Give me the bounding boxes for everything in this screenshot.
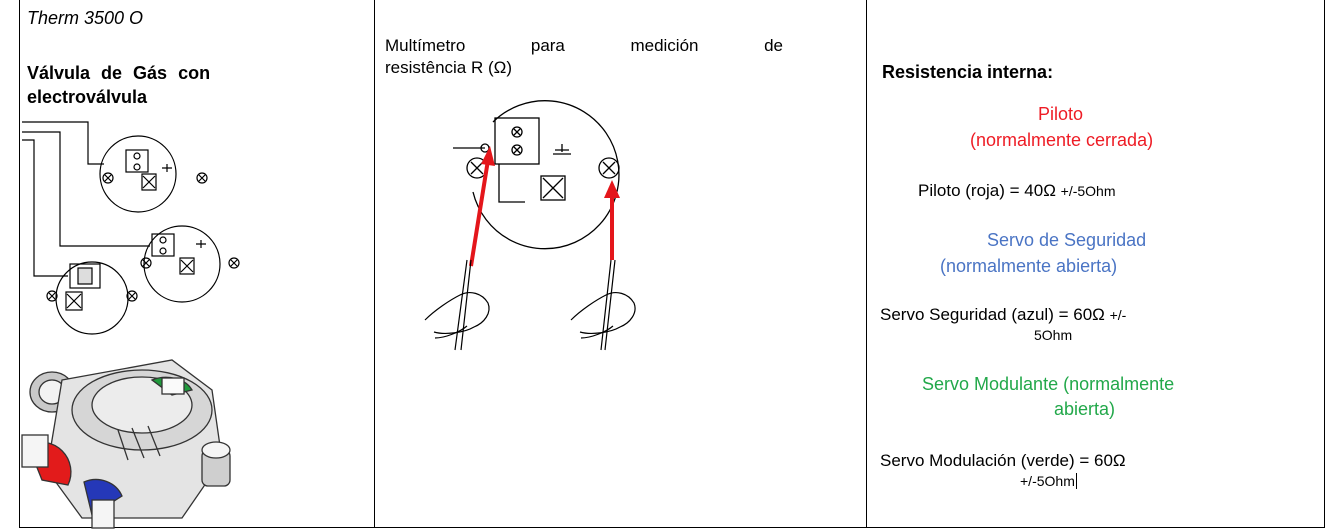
multimeter-line2: resistência R (Ω) (385, 58, 513, 77)
multimeter-measurement-diagram (424, 100, 636, 351)
valve-wiring-schematic (22, 121, 240, 335)
table-border-bottom (19, 527, 1325, 528)
servo-modulacion-value: Servo Modulación (verde) = 60Ω (880, 451, 1126, 470)
valve-heading-line2: electroválvula (27, 87, 148, 107)
multimeter-word-1: Multímetro (385, 36, 466, 55)
resistance-heading: Resistencia interna: (882, 62, 1054, 82)
servo-seguridad-value-main: Servo Seguridad (azul) = 60Ω (880, 305, 1105, 324)
piloto-value: Piloto (roja) = 40Ω +/-5Ohm (918, 181, 1116, 201)
model-name: Therm 3500 O (27, 8, 144, 28)
piloto-value-tolerance: +/-5Ohm (1060, 183, 1116, 199)
multimeter-word-3: medición (630, 36, 699, 55)
servo-seguridad-subtitle: (normalmente abierta) (940, 256, 1118, 276)
servo-modulante-title: Servo Modulante (normalmente (922, 374, 1175, 394)
servo-seguridad-value-tolerance: +/- (1109, 307, 1127, 323)
multimeter-line1: Multímetro para medición de (385, 36, 783, 56)
servo-modulante-subtitle: abierta) (1054, 399, 1116, 419)
table-border-left (19, 0, 20, 528)
multimeter-word-4: de (764, 36, 783, 55)
table-border-right (1324, 0, 1325, 528)
table-border-col2 (374, 0, 375, 528)
piloto-title: Piloto (1038, 104, 1084, 124)
multimeter-word-2: para (530, 36, 565, 55)
piloto-subtitle: (normalmente cerrada) (970, 130, 1154, 150)
servo-seguridad-value-tolerance-cont: 5Ohm (1034, 327, 1073, 343)
servo-seguridad-title: Servo de Seguridad (987, 230, 1147, 250)
valve-heading-line1: Válvula de Gás con (27, 63, 211, 83)
piloto-value-main: Piloto (roja) = 40Ω (918, 181, 1056, 200)
table-border-col3 (866, 0, 867, 528)
servo-seguridad-value: Servo Seguridad (azul) = 60Ω +/- (880, 305, 1126, 325)
servo-modulacion-value-tolerance: +/-5Ohm (1020, 473, 1077, 489)
gas-valve-illustration (21, 359, 231, 529)
